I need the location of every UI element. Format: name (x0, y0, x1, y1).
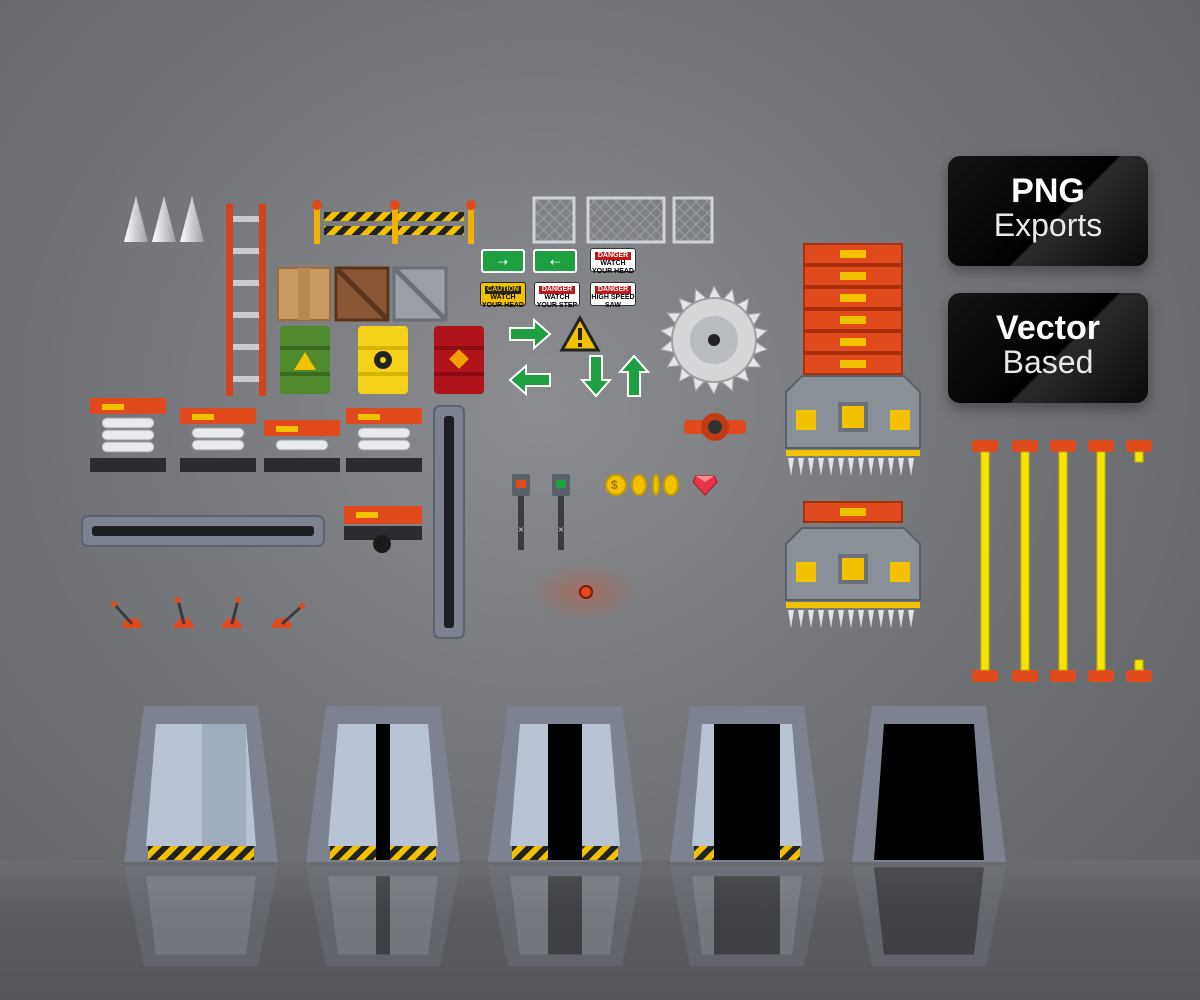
door-reflection (306, 866, 460, 966)
crusher-head-icon (785, 527, 921, 628)
sign-header: DANGER (539, 286, 575, 294)
coin-symbol: $ (611, 478, 618, 492)
gem-icon (692, 475, 718, 496)
door-open-icon[interactable] (670, 706, 824, 862)
caution-head-sign: CAUTION WATCH YOUR HEAD (480, 282, 526, 309)
fence-icon (532, 196, 714, 244)
spring-pad-icon (90, 398, 422, 472)
svg-text:⇢: ⇢ (498, 255, 508, 269)
sign-line: WATCH (544, 294, 570, 301)
valve-icon (684, 413, 746, 441)
coin-row: $ (604, 472, 680, 498)
svg-text:⇠: ⇠ (550, 255, 560, 269)
lever-icon[interactable] (108, 596, 308, 630)
crate-icon (277, 266, 448, 322)
vector-based-badge: Vector Based (948, 293, 1148, 403)
door-closed-icon[interactable] (124, 706, 278, 862)
switch-icon: × × (512, 474, 570, 550)
sign-line: SAW (605, 302, 621, 309)
crusher-top-icon (803, 501, 903, 523)
sign-header: CAUTION (485, 286, 521, 294)
sign-line: YOUR HEAD (481, 302, 524, 309)
svg-text:×: × (558, 525, 565, 534)
crusher-head-icon (785, 375, 921, 476)
danger-saw-sign: DANGER HIGH SPEED SAW (590, 282, 636, 309)
danger-step-sign: DANGER WATCH YOUR STEP (534, 282, 580, 309)
svg-text:×: × (518, 525, 525, 534)
badge-title: PNG (1011, 172, 1085, 210)
badge-title: Vector (996, 309, 1100, 347)
sign-line: YOUR STEP (536, 302, 578, 309)
png-exports-badge: PNG Exports (948, 156, 1148, 266)
sign-header: DANGER (595, 286, 631, 294)
badge-subtitle: Exports (993, 207, 1103, 243)
crusher-stack-icon (803, 243, 903, 375)
floor (0, 860, 1200, 1000)
sign-header: DANGER (595, 252, 631, 260)
saw-blade-icon (660, 286, 768, 394)
danger-head-sign: DANGER WATCH YOUR HEAD (590, 248, 636, 275)
sign-line: WATCH (490, 294, 516, 301)
badge-subtitle: Based (1002, 344, 1094, 380)
door-reflection (124, 866, 278, 966)
sign-line: HIGH SPEED (591, 294, 635, 301)
horizontal-rail-icon (81, 515, 325, 547)
ladder-icon (226, 204, 266, 396)
door-fully-open-icon[interactable] (852, 706, 1006, 862)
barrel-icon (280, 326, 484, 394)
coin-icon (605, 474, 679, 496)
door-reflection (852, 866, 1006, 966)
sign-line: WATCH (600, 260, 626, 267)
cart-platform-icon (344, 506, 422, 553)
exit-sign-icon: ⇢ ⇠ (481, 249, 577, 273)
barrier-icon (312, 200, 476, 244)
laser-gate-icon (972, 440, 1152, 682)
arrow-icon (508, 314, 651, 398)
door-reflection (488, 866, 642, 966)
vertical-rail-icon (433, 405, 465, 639)
door-opening-icon[interactable] (306, 706, 460, 862)
spikes-icon (124, 196, 204, 242)
door-opening-icon[interactable] (488, 706, 642, 862)
floor-button-icon[interactable] (578, 584, 594, 600)
door-reflection (670, 866, 824, 966)
sign-line: YOUR HEAD (591, 268, 634, 275)
